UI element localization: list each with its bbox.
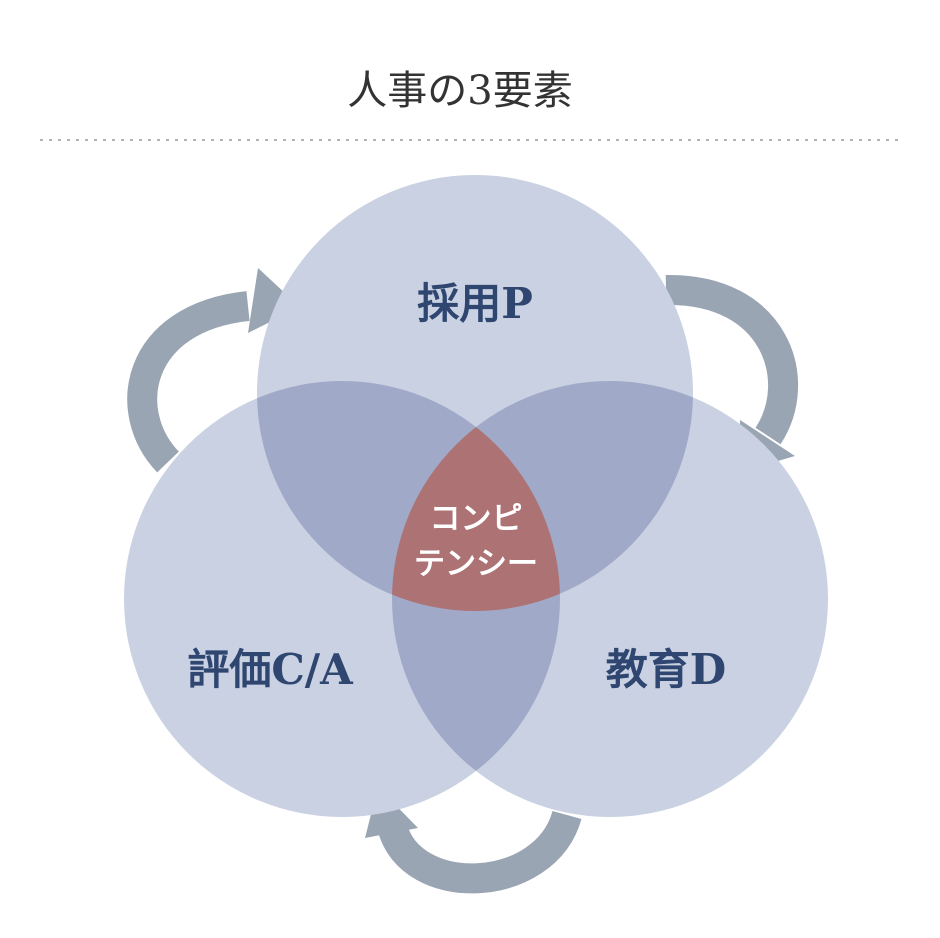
label-recruitment: 採用P: [417, 279, 533, 328]
center-label-line2: テンシー: [414, 546, 538, 582]
center-label-line1: コンピ: [430, 501, 523, 537]
arrow-evaluation-to-recruitment: [127, 268, 300, 473]
page-title: 人事の3要素: [347, 68, 572, 114]
center-competency-region: [392, 381, 560, 611]
label-evaluation: 評価C/A: [187, 645, 354, 694]
cycle-arrows: [127, 268, 798, 894]
label-education: 教育D: [606, 645, 726, 694]
